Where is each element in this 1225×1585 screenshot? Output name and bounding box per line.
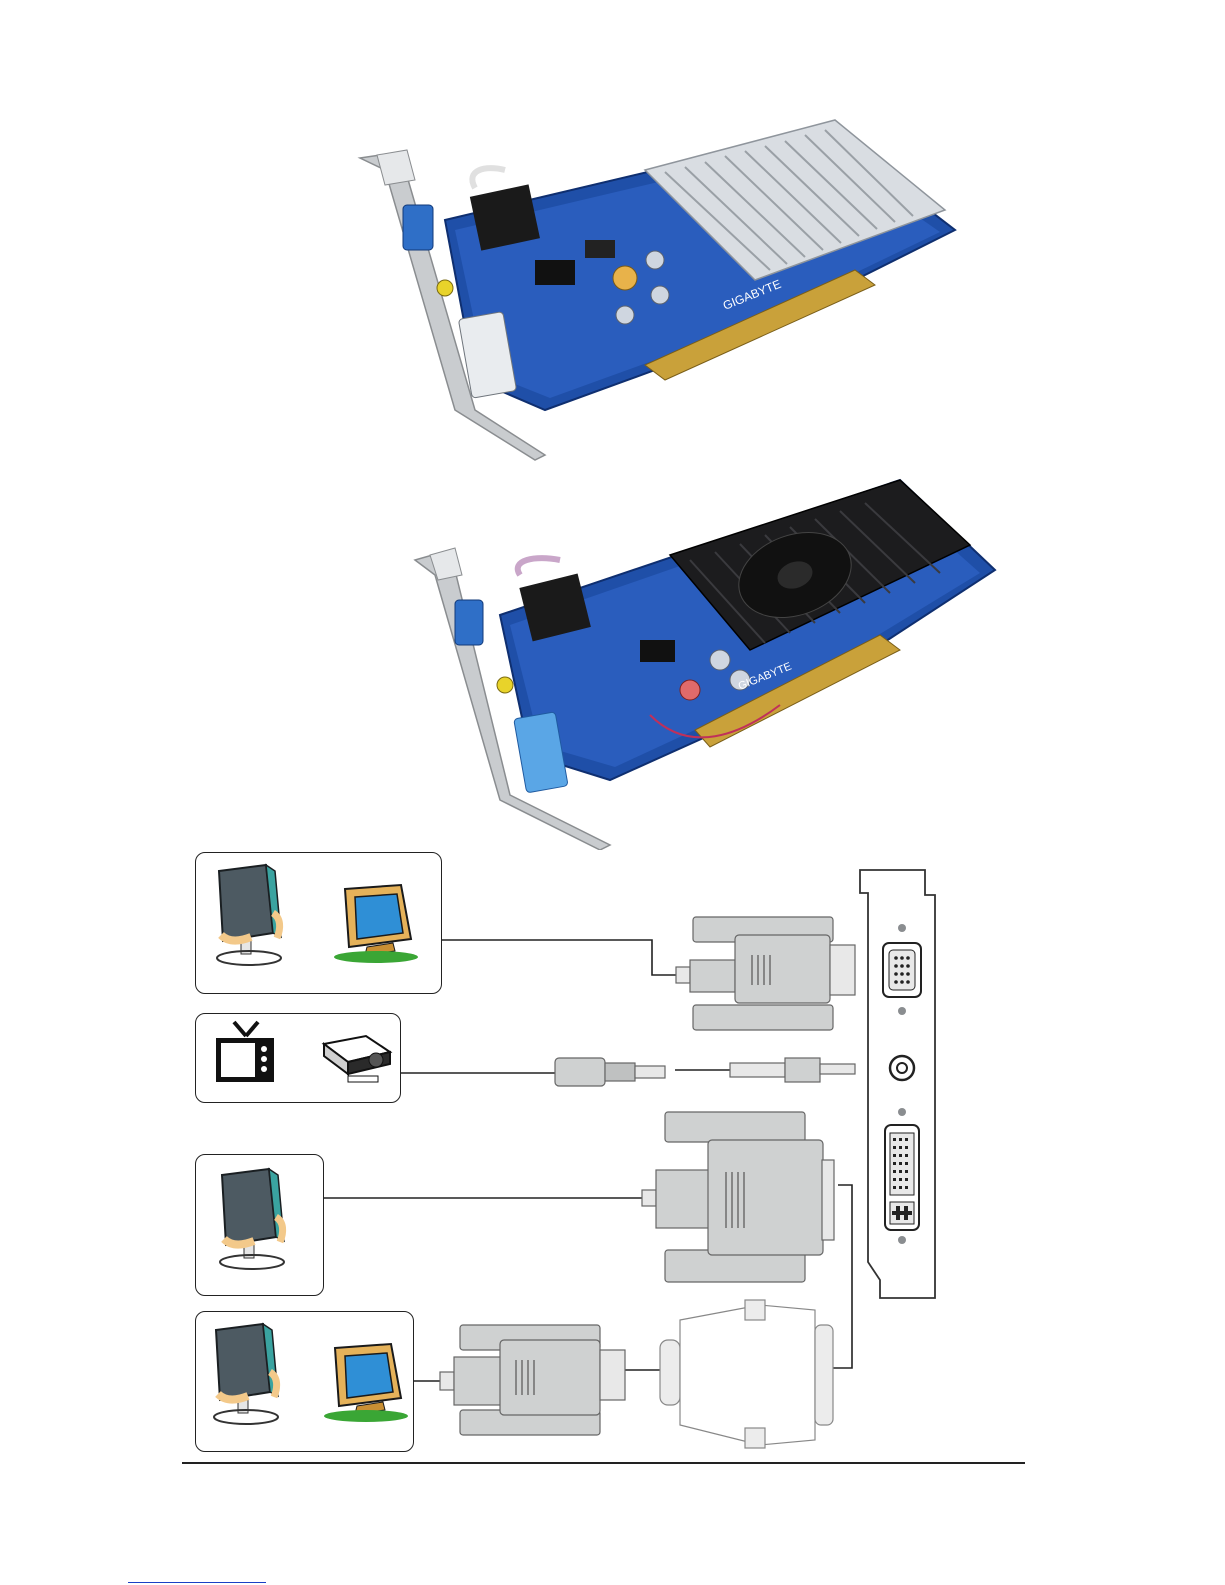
footer-rule [182, 1462, 1025, 1464]
graphics-card-fan-cooler-photo: GIGABYTE [410, 465, 1000, 850]
card-bracket [860, 870, 935, 1298]
vga-male-connector [676, 917, 855, 1030]
connection-diagram [0, 840, 1225, 1460]
dvi-bracket-link [833, 1185, 852, 1368]
dvi-i-port-icon [885, 1125, 919, 1230]
tv-out-cable-plug [555, 1058, 855, 1086]
footer-link-underline[interactable] [128, 1582, 266, 1583]
tv-out-port-icon [890, 1056, 914, 1080]
d-sub-port-icon [883, 943, 921, 997]
graphics-card-passive-heatsink-photo: GIGABYTE [355, 110, 965, 465]
dvi-male-connector [642, 1112, 834, 1282]
vga-plug-connector [440, 1325, 625, 1435]
dvi-to-vga-adapter [660, 1300, 833, 1448]
vga-cable-line [442, 940, 676, 975]
